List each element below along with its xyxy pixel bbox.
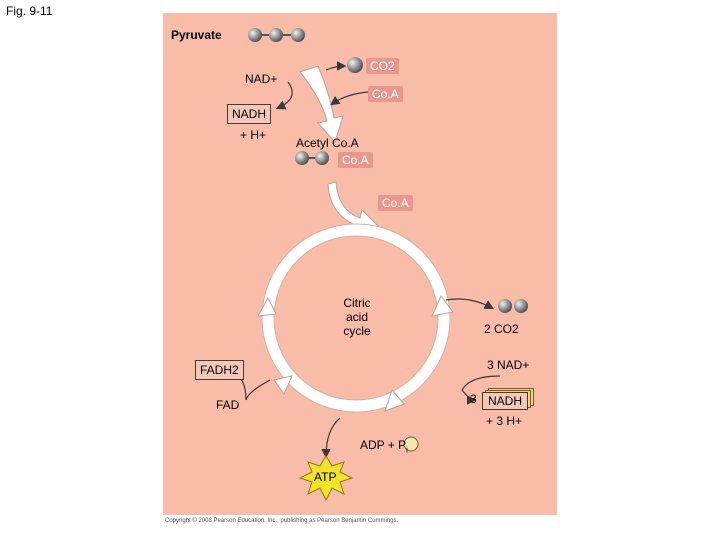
- fadh2-label: FADH2: [195, 360, 244, 380]
- pi-circle: [403, 436, 419, 452]
- three-h-plus-label: + 3 H+: [486, 414, 523, 428]
- h-plus-label-top: + H+: [240, 128, 267, 142]
- cycle-label-line1: Citric: [343, 296, 371, 310]
- pyruvate-label: Pyruvate: [171, 28, 222, 42]
- fad-label: FAD: [216, 398, 240, 412]
- co2-release-arrow: [325, 61, 347, 71]
- coa-enter-tag: Co.A: [378, 195, 413, 211]
- figure-label: Fig. 9-11: [6, 4, 53, 18]
- adp-pi-text: ADP + P: [360, 438, 407, 452]
- co2-out-arrow: [445, 298, 495, 310]
- cycle-label-line2: acid: [345, 310, 368, 324]
- nadh-label-top: NADH: [227, 104, 272, 124]
- citric-acid-cycle-ring: [262, 224, 450, 412]
- two-co2-label: 2 CO2: [484, 322, 519, 336]
- adp-pi-label: ADP + Pi: [360, 438, 408, 457]
- nad-plus-label: NAD+: [245, 72, 278, 86]
- pyruvate-to-acetyl-arrow: [299, 65, 344, 143]
- co2-molecule-a: [498, 299, 512, 313]
- copyright-notice: Copyright © 2008 Pearson Education, Inc.…: [165, 518, 399, 524]
- cycle-arrowhead-left: [257, 296, 277, 317]
- nad-to-nadh-arrow: [275, 81, 293, 110]
- nadh-label-right: NADH: [482, 392, 528, 410]
- cycle-arrowhead-bottom-right: [384, 389, 405, 412]
- nadh-stack: NADH: [482, 388, 534, 410]
- cycle-arrowhead-right: [431, 295, 454, 317]
- atp-label: ATP: [314, 470, 337, 484]
- nad-to-nadh-arrow-right: [461, 375, 501, 405]
- cycle-label: Citric acid cycle: [330, 296, 384, 338]
- pi-subscript: i: [406, 445, 408, 455]
- three-nad-label: 3 NAD+: [487, 358, 530, 372]
- acetyl-coa-tag: Co.A: [338, 152, 373, 168]
- cycle-arrowhead-bottom-left: [273, 375, 293, 396]
- coa-label-top: Co.A: [368, 86, 403, 102]
- co2-label: CO2: [366, 58, 399, 74]
- adp-to-atp-arrow: [321, 417, 341, 459]
- atp-star: [298, 455, 354, 502]
- cycle-label-line3: cycle: [343, 324, 371, 338]
- co2-molecule-b: [514, 299, 528, 313]
- co2-molecule-top: [347, 57, 363, 73]
- acetyl-molecule: [295, 151, 329, 165]
- acetyl-coa-label: Acetyl Co.A: [296, 136, 359, 150]
- three-prefix-label: 3: [470, 392, 477, 406]
- coa-join-arrow: [330, 91, 369, 106]
- diagram-panel: [163, 13, 557, 515]
- pyruvate-molecule: [248, 28, 305, 42]
